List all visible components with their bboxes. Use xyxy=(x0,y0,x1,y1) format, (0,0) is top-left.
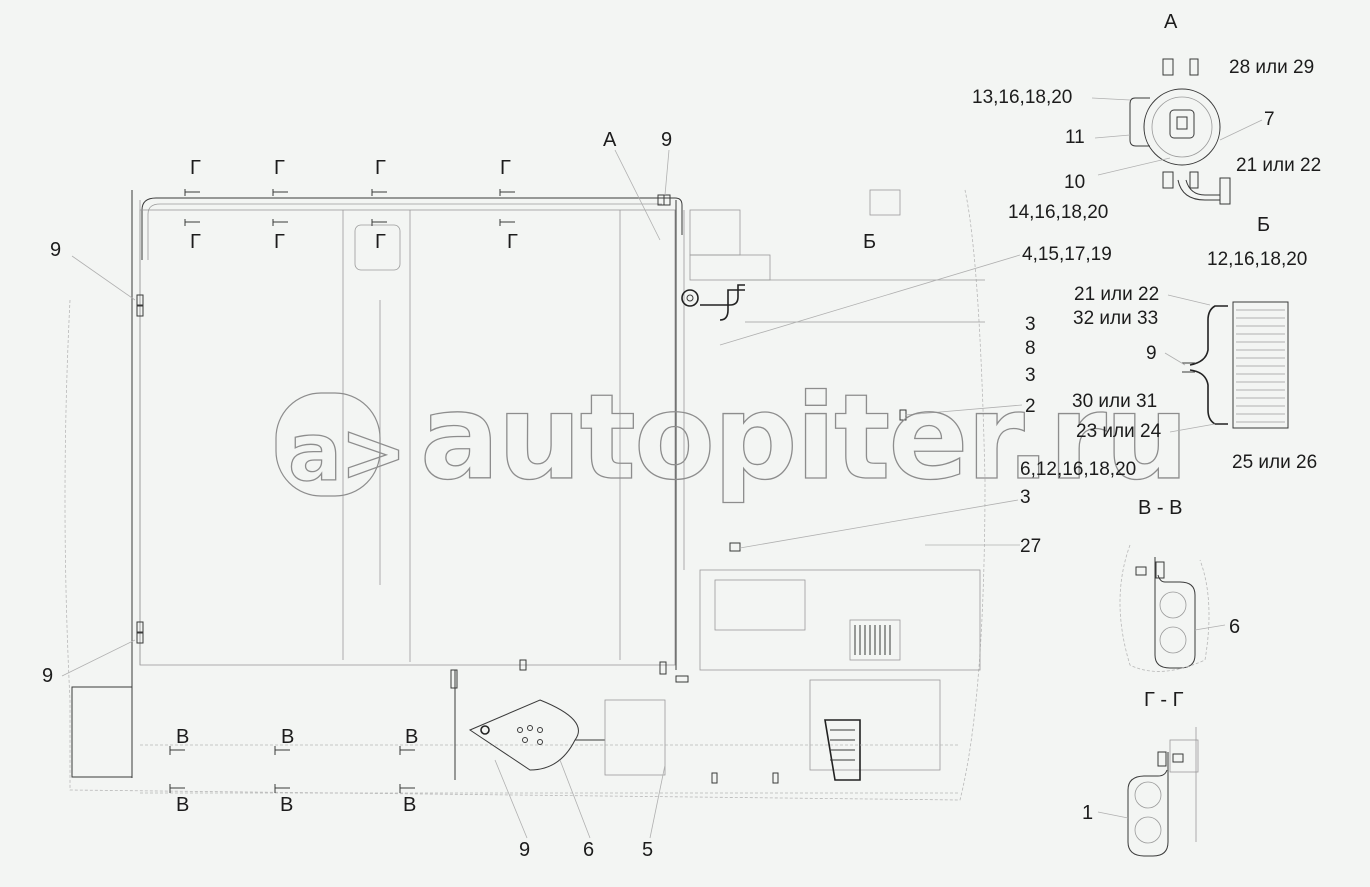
vv-clamp xyxy=(1154,557,1196,669)
section-mark-g: Г xyxy=(500,157,511,179)
section-mark-v: В xyxy=(280,794,294,816)
detail-a-callout-28-29: 28 или 29 xyxy=(1229,57,1315,78)
section-mark-g: Г xyxy=(274,157,285,179)
body-panel xyxy=(139,209,676,666)
section-mark-g: Г xyxy=(274,231,285,253)
callout-6-12-16-18-20: 6,12,16,18,20 xyxy=(1020,459,1137,480)
section-vv-callout-6: 6 xyxy=(1229,616,1241,638)
callout-8: 8 xyxy=(1025,338,1036,359)
watermark-logo-frame xyxy=(275,392,381,497)
callout-3-b: 3 xyxy=(1025,365,1036,386)
section-mark-g: Г xyxy=(375,157,386,179)
section-arrows-v xyxy=(169,746,415,793)
pump-fitting xyxy=(681,289,699,307)
heater-hose xyxy=(700,284,745,306)
callout-3-a: 3 xyxy=(1025,314,1036,335)
detail-b-title: Б xyxy=(1257,214,1271,236)
section-mark-v: В xyxy=(405,726,419,748)
section-mark-g: Г xyxy=(507,231,518,253)
callout-9-top: 9 xyxy=(661,129,673,151)
section-gg-callout-1: 1 xyxy=(1082,802,1094,824)
detail-a-callout-11: 11 xyxy=(1065,127,1085,148)
callout-3-c: 3 xyxy=(1020,487,1031,508)
detail-b-callout-25-26: 25 или 26 xyxy=(1232,452,1318,473)
detail-b-callout-21-22: 21 или 22 xyxy=(1074,284,1160,305)
section-mark-g: Г xyxy=(190,157,201,179)
section-mark-v: В xyxy=(176,726,190,748)
section-mark-v: В xyxy=(176,794,190,816)
callout-4-15-17-19: 4,15,17,19 xyxy=(1022,244,1112,265)
section-arrows-g xyxy=(184,189,515,226)
callout-14-16-18-20: 14,16,18,20 xyxy=(1008,202,1109,223)
view-b-marker: Б xyxy=(863,231,877,253)
heater-core xyxy=(1232,301,1289,429)
leader-lines xyxy=(61,149,1023,839)
detail-b-callout-30-31: 30 или 31 xyxy=(1072,391,1158,412)
view-a-marker: А xyxy=(603,129,617,151)
callout-5-bottom: 5 xyxy=(642,839,654,861)
callout-9-bottom: 9 xyxy=(519,839,531,861)
callout-6-bottom: 6 xyxy=(583,839,595,861)
detail-a-callout-13-16-18-20: 13,16,18,20 xyxy=(972,87,1073,108)
hose-lower xyxy=(1189,369,1228,425)
detail-a-title: А xyxy=(1164,11,1178,33)
callout-9-left-upper: 9 xyxy=(50,239,62,261)
detail-b-callout-32-33: 32 или 33 xyxy=(1073,308,1159,329)
hose-upper xyxy=(1189,305,1228,366)
chassis-outline xyxy=(64,189,986,801)
section-mark-v: В xyxy=(403,794,417,816)
gg-clamp xyxy=(1127,752,1169,857)
callout-9-left-lower: 9 xyxy=(42,665,54,687)
section-gg-title: Г - Г xyxy=(1144,689,1184,711)
callout-27: 27 xyxy=(1020,536,1042,557)
section-mark-g: Г xyxy=(375,231,386,253)
detail-a-bracket xyxy=(1129,97,1150,147)
watermark-text: autopiter.ru xyxy=(420,368,1187,506)
detail-a-callout-10: 10 xyxy=(1064,172,1086,193)
watermark-logo-glyph: a> xyxy=(288,406,405,499)
section-mark-v: В xyxy=(281,726,295,748)
coolant-pipe-top xyxy=(141,197,683,260)
detail-b-callout-23-24: 23 или 24 xyxy=(1076,421,1162,442)
battery-box xyxy=(71,686,133,778)
detail-a-callout-21-22: 21 или 22 xyxy=(1236,155,1322,176)
heater-core-fins xyxy=(1236,309,1285,423)
detail-b-callout-9: 9 xyxy=(1146,343,1157,364)
section-vv-title: В - В xyxy=(1138,497,1183,519)
detail-b-callout-12-16-18-20: 12,16,18,20 xyxy=(1207,249,1308,270)
callout-2: 2 xyxy=(1025,396,1036,417)
radiator-core-lines xyxy=(854,625,891,655)
detail-a-callout-7: 7 xyxy=(1264,109,1275,130)
detail-a-housing xyxy=(1143,88,1221,166)
section-mark-g: Г xyxy=(190,231,201,253)
